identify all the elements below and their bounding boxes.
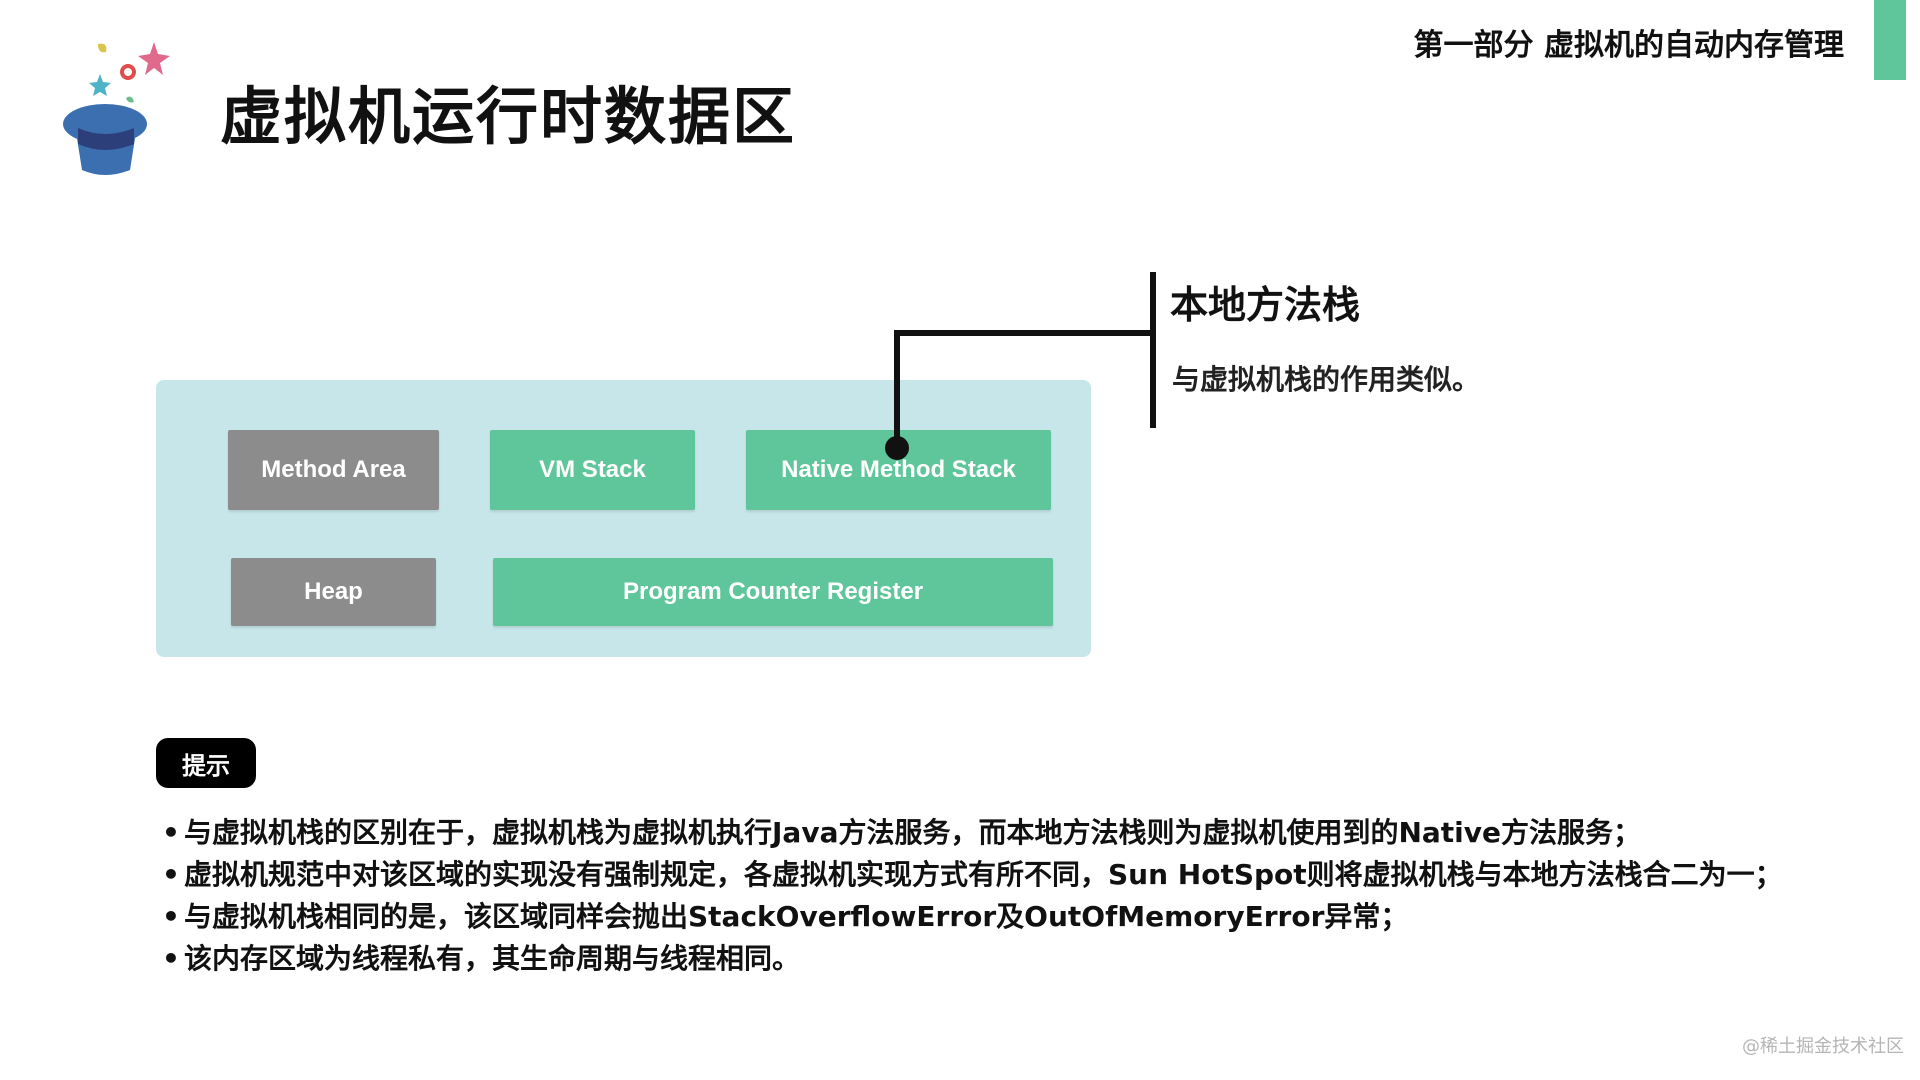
heap-block: Heap [231, 558, 436, 626]
tip-item: 与虚拟机栈相同的是，该区域同样会抛出StackOverflowError及Out… [162, 896, 1902, 938]
section-label: 第一部分 虚拟机的自动内存管理 [1413, 28, 1844, 63]
method-area-block: Method Area [228, 430, 439, 510]
program-counter-register-block: Program Counter Register [493, 558, 1053, 626]
callout-title: 本地方法栈 [1170, 283, 1361, 327]
native-method-stack-block: Native Method Stack [746, 430, 1051, 510]
tip-item: 虚拟机规范中对该区域的实现没有强制规定，各虚拟机实现方式有所不同，Sun Hot… [162, 854, 1902, 896]
vm-stack-block: VM Stack [490, 430, 695, 510]
logo-dot-red [120, 64, 136, 80]
watermark: @稀土掘金技术社区 [1742, 1036, 1904, 1057]
tip-badge: 提示 [156, 738, 256, 788]
page-title: 虚拟机运行时数据区 [220, 80, 797, 153]
callout-description: 与虚拟机栈的作用类似。 [1172, 363, 1481, 396]
logo-star-pink [138, 42, 170, 75]
tip-item: 该内存区域为线程私有，其生命周期与线程相同。 [162, 938, 1902, 980]
tip-list: 与虚拟机栈的区别在于，虚拟机栈为虚拟机执行Java方法服务，而本地方法栈则为虚拟… [162, 812, 1902, 980]
logo-leaf-yellow [98, 43, 107, 53]
logo-leaf-green [126, 96, 134, 103]
logo-star-teal [89, 74, 111, 96]
magic-hat-logo-icon [63, 42, 170, 175]
accent-bar [1874, 0, 1906, 80]
tip-item: 与虚拟机栈的区别在于，虚拟机栈为虚拟机执行Java方法服务，而本地方法栈则为虚拟… [162, 812, 1902, 854]
logo-hat-band [78, 128, 134, 150]
runtime-data-area-diagram: Method Area VM Stack Native Method Stack… [156, 380, 1091, 657]
